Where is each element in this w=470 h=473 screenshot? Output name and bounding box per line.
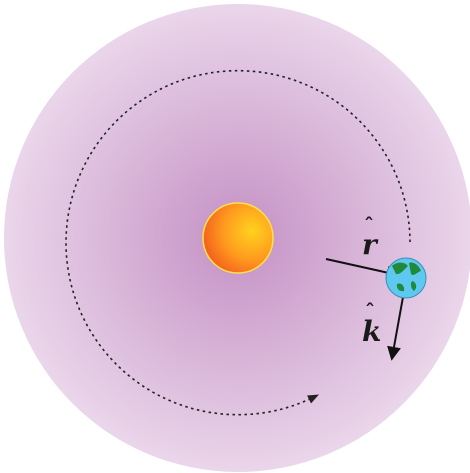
earth-icon <box>385 257 427 299</box>
k-hat-label: ˆ k <box>362 299 381 348</box>
r-hat-arrow <box>325 258 401 280</box>
svg-text:k: k <box>362 315 381 348</box>
sun-icon <box>202 202 274 274</box>
svg-text:ˆ: ˆ <box>365 299 375 323</box>
k-hat-arrow <box>387 296 404 361</box>
svg-text:ˆ: ˆ <box>364 213 374 237</box>
r-hat-label: ˆ r <box>362 213 379 261</box>
svg-text:r: r <box>362 228 379 261</box>
orbit-path <box>65 69 411 416</box>
